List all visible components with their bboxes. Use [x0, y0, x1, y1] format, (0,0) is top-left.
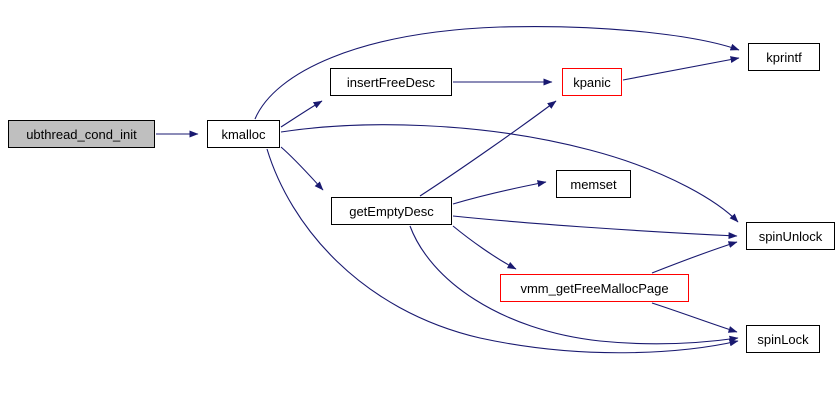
graph-node-label: spinLock [757, 331, 809, 347]
graph-edge [280, 146, 324, 191]
graph-node-label: memset [570, 176, 617, 192]
graph-node-kmalloc[interactable]: kmalloc [207, 120, 280, 148]
graph-node-label: kprintf [766, 49, 802, 65]
graph-edge [409, 225, 739, 345]
graph-node-memset[interactable]: memset [556, 170, 631, 198]
graph-edge [452, 225, 517, 270]
graph-edge [419, 100, 557, 197]
graph-node-label: spinUnlock [758, 228, 823, 244]
graph-node-vmm_getFreeMallocPage[interactable]: vmm_getFreeMallocPage [500, 274, 689, 302]
graph-edge [452, 215, 738, 240]
graph-edge [452, 180, 547, 205]
graph-node-getEmptyDesc[interactable]: getEmptyDesc [331, 197, 452, 225]
graph-node-label: insertFreeDesc [346, 74, 436, 90]
graph-node-label: kpanic [573, 74, 611, 90]
graph-edge [622, 56, 740, 81]
graph-edge [651, 241, 738, 274]
graph-node-label: getEmptyDesc [349, 203, 434, 219]
graph-node-kprintf[interactable]: kprintf [748, 43, 820, 71]
graph-node-label: vmm_getFreeMallocPage [520, 280, 669, 296]
graph-edge [266, 148, 739, 354]
graph-node-spinLock[interactable]: spinLock [746, 325, 820, 353]
graph-node-spinUnlock[interactable]: spinUnlock [746, 222, 835, 250]
graph-edge [254, 26, 740, 120]
graph-node-label: kmalloc [221, 126, 266, 142]
graph-node-label: ubthread_cond_init [26, 126, 137, 142]
graph-edge [651, 302, 738, 333]
graph-node-kpanic[interactable]: kpanic [562, 68, 622, 96]
graph-node-insertFreeDesc[interactable]: insertFreeDesc [330, 68, 452, 96]
graph-edge [280, 100, 323, 128]
graph-edge [280, 124, 739, 223]
graph-node-ubthread_cond_init[interactable]: ubthread_cond_init [8, 120, 155, 148]
